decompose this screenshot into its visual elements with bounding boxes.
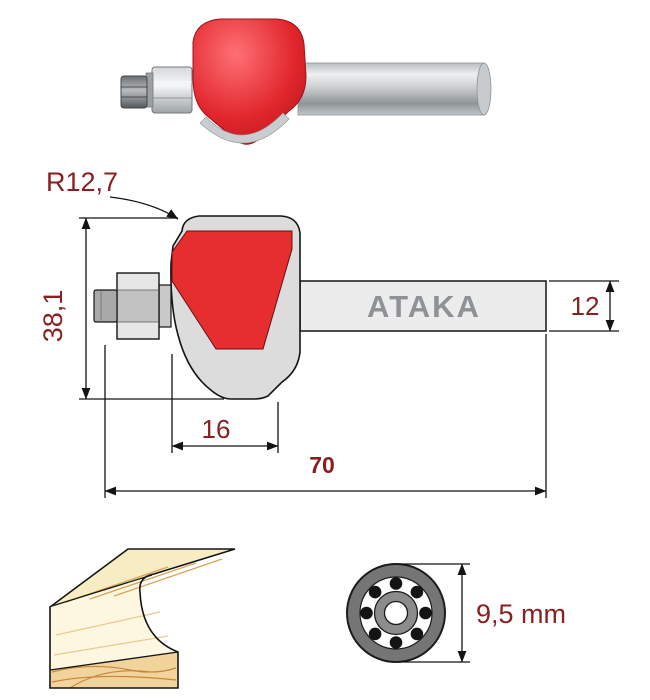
wood-grain-front-2	[51, 665, 177, 673]
dim-radius-label: R12,7	[46, 167, 118, 197]
wood-edge-top-front	[51, 574, 153, 607]
photo-shank	[297, 62, 485, 116]
dim-total-length-label: 70	[309, 452, 335, 478]
bearing-ball	[389, 636, 403, 649]
bearing-ball	[419, 606, 432, 620]
wood-grain-front-3	[69, 670, 153, 689]
photo-cutter-head	[192, 18, 307, 145]
bearing-ball	[410, 585, 424, 599]
dimension-radius: R12,7	[46, 167, 179, 220]
wood-grain-top-2	[89, 562, 197, 600]
photo-shank-end	[476, 62, 492, 116]
dimension-bearing-diameter: 9,5 mm	[398, 563, 566, 663]
bearing-illustration: 9,5 mm	[346, 563, 566, 663]
radius-leader-line	[109, 196, 179, 220]
photo-nut	[120, 75, 148, 109]
wood-outline	[49, 548, 236, 689]
bearing-ball	[389, 577, 403, 590]
product-photo	[120, 18, 492, 145]
bearing-spacer	[158, 284, 172, 328]
wood-grain-top-3	[113, 558, 223, 597]
wood-grain-cove-2	[53, 635, 169, 656]
wood-edge-cove-bottom	[49, 651, 179, 671]
wood-top-face	[50, 549, 235, 607]
wood-grain-cove-1	[55, 611, 161, 636]
wood-grain-front-1	[51, 675, 177, 683]
photo-bearing	[151, 66, 193, 114]
bearing-ball	[368, 585, 382, 599]
dim-shank-label: 12	[571, 291, 600, 321]
dimension-cut-width: 16	[171, 354, 279, 453]
dimension-height: 38,1	[38, 217, 224, 400]
bearing-ball	[360, 606, 373, 620]
dimension-shank-diameter: 12	[549, 280, 619, 332]
brand-label: ATAKA	[367, 289, 481, 324]
dimension-total-length: 70	[104, 334, 547, 498]
pilot-bearing-band	[118, 290, 158, 322]
dim-height-label: 38,1	[38, 290, 68, 343]
bearing-balls	[360, 577, 432, 649]
bearing-ball	[368, 627, 382, 641]
technical-drawing: ATAKA R12,7 38,1 12	[38, 167, 619, 498]
bearing-screw	[93, 289, 118, 323]
dim-cut-width-label: 16	[202, 414, 231, 444]
wood-front-face	[50, 652, 178, 688]
cutter-edge-red	[171, 230, 293, 350]
wood-profile-illustration	[49, 548, 236, 689]
bearing-bore	[383, 600, 409, 626]
photo-cutting-edge	[199, 112, 290, 144]
drawing-shank	[299, 280, 547, 332]
bearing-ball	[410, 627, 424, 641]
dim-bearing-diameter-label: 9,5 mm	[476, 599, 566, 629]
